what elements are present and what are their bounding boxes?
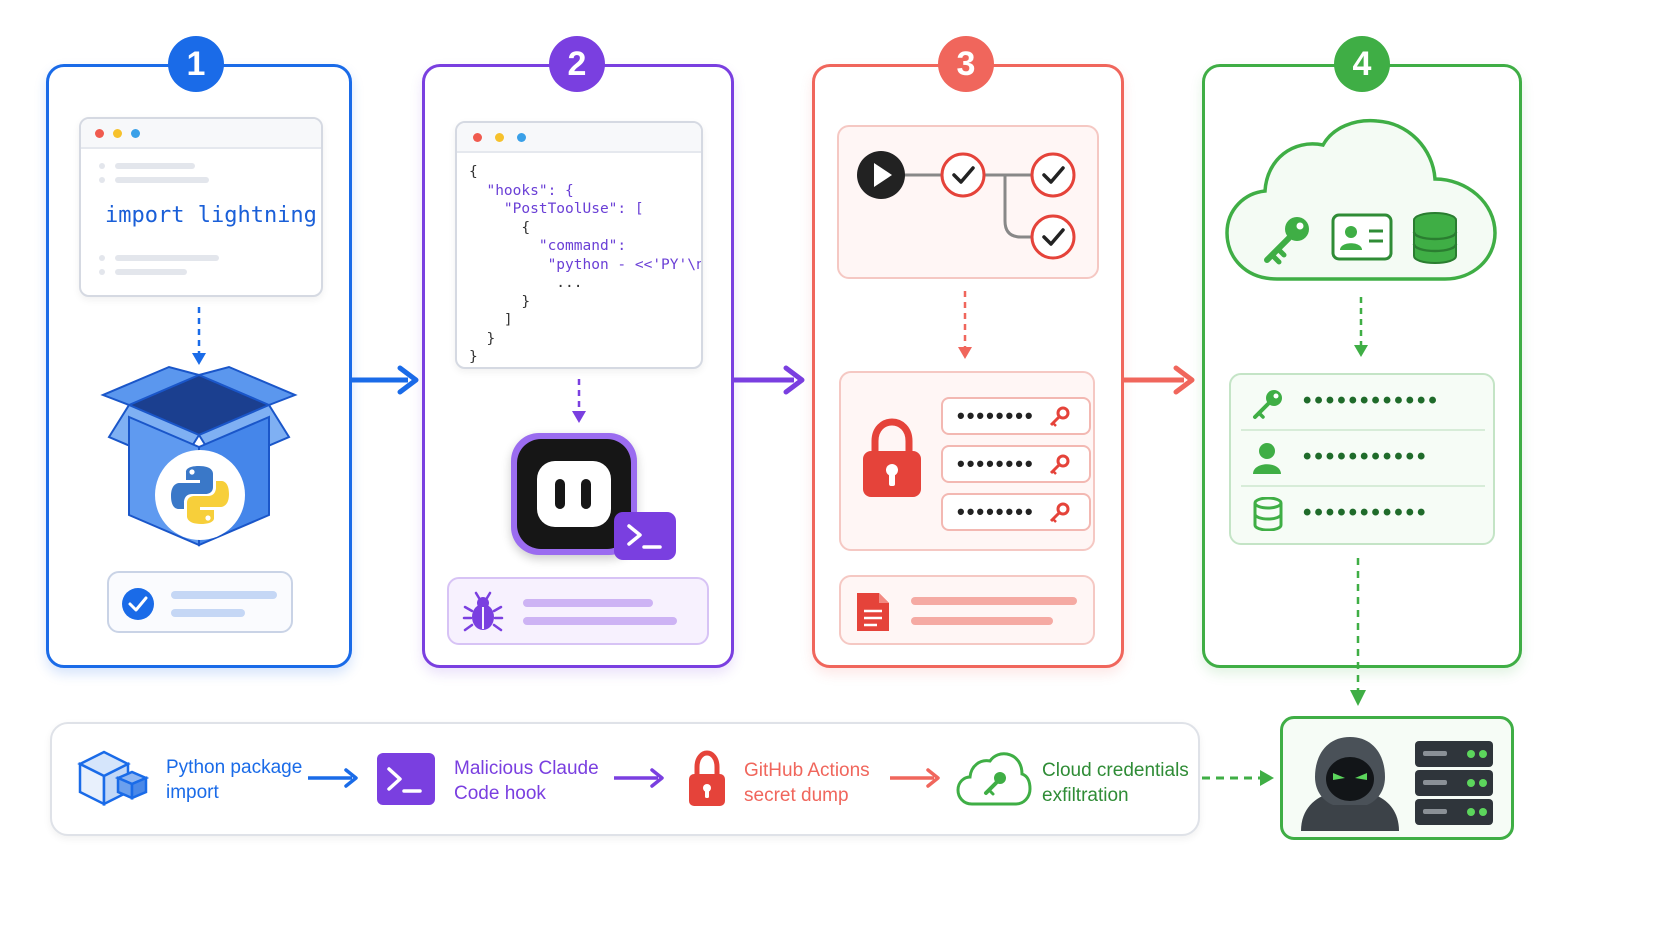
placeholder-dot <box>99 269 105 275</box>
key-icon <box>1253 390 1282 419</box>
masked-secret: •••••••• <box>957 451 1035 476</box>
python-code-window: import lightning <box>79 117 323 297</box>
flow-arrow-3-4 <box>1124 365 1195 395</box>
secrets-card: •••••••• •••••••• •••••••• <box>839 371 1095 551</box>
bug-icon <box>462 591 504 632</box>
check-circle-icon <box>122 588 154 620</box>
install-status-card <box>107 571 293 633</box>
secret-field: •••••••• <box>941 493 1091 531</box>
dashed-down-arrow <box>192 307 206 365</box>
key-icon <box>1049 454 1070 475</box>
placeholder-line <box>523 599 653 607</box>
window-titlebar <box>457 123 701 153</box>
play-icon <box>857 151 905 199</box>
key-icon <box>1049 502 1070 523</box>
placeholder-line <box>115 269 187 275</box>
terminal-prompt-icon <box>614 512 676 560</box>
step-3-badge: 3 <box>938 36 994 92</box>
check-icon <box>1030 214 1076 260</box>
check-icon <box>1030 152 1076 198</box>
exfil-down-arrow <box>1350 558 1366 706</box>
masked-secret: •••••••• <box>957 499 1035 524</box>
masked-credential: •••••••••••• <box>1303 387 1440 414</box>
placeholder-dot <box>99 163 105 169</box>
placeholder-dot <box>99 255 105 261</box>
attacker-box <box>1280 716 1514 840</box>
placeholder-line <box>115 163 195 169</box>
database-icon <box>1253 497 1283 531</box>
summary-arrow-1 <box>308 768 358 788</box>
key-icon <box>1049 406 1070 427</box>
lock-icon <box>863 418 921 497</box>
window-minimize-dot <box>495 133 504 142</box>
hook-config-window: { "hooks": { "PostToolUse": [ { "command… <box>455 121 703 369</box>
step-4-badge: 4 <box>1334 36 1390 92</box>
database-icon <box>1412 212 1458 265</box>
window-titlebar <box>81 119 321 149</box>
cloud-key-icon <box>956 752 1032 806</box>
claude-code-icon <box>511 433 637 555</box>
masked-credential: ••••••••••• <box>1303 499 1429 526</box>
placeholder-line <box>171 591 277 599</box>
dashed-down-arrow <box>1354 297 1368 357</box>
summary-arrow-2 <box>614 768 664 788</box>
window-maximize-dot <box>131 129 140 138</box>
secret-field: •••••••• <box>941 445 1091 483</box>
window-close-dot <box>95 129 104 138</box>
python-logo-icon <box>155 450 245 540</box>
summary-to-attacker-arrow <box>1202 770 1274 786</box>
step-2-panel: { "hooks": { "PostToolUse": [ { "command… <box>422 64 734 668</box>
workflow-run-card <box>837 125 1099 279</box>
placeholder-line <box>171 609 245 617</box>
package-cubes-icon <box>77 750 150 807</box>
placeholder-line <box>115 177 209 183</box>
placeholder-line <box>911 597 1077 605</box>
import-statement: import lightning <box>105 203 317 228</box>
window-minimize-dot <box>113 129 122 138</box>
secret-field: •••••••• <box>941 397 1091 435</box>
placeholder-line <box>911 617 1053 625</box>
server-rack-icon <box>1415 741 1493 825</box>
step-3-panel: •••••••• •••••••• •••••••• <box>812 64 1124 668</box>
key-icon <box>1264 217 1309 265</box>
malicious-payload-card <box>447 577 709 645</box>
flow-arrow-2-3 <box>734 365 805 395</box>
placeholder-line <box>115 255 219 261</box>
dashed-down-arrow <box>958 291 972 359</box>
step-1-panel: import lightning <box>46 64 352 668</box>
window-maximize-dot <box>517 133 526 142</box>
window-close-dot <box>473 133 482 142</box>
step-2-badge: 2 <box>549 36 605 92</box>
document-icon <box>857 593 889 631</box>
placeholder-dot <box>99 177 105 183</box>
masked-credential: ••••••••••• <box>1303 443 1429 470</box>
masked-secret: •••••••• <box>957 403 1035 428</box>
check-icon <box>940 152 986 198</box>
hook-json-code: { "hooks": { "PostToolUse": [ { "command… <box>469 164 703 365</box>
dashed-down-arrow <box>572 379 586 423</box>
lock-icon <box>689 750 725 806</box>
summary-arrow-3 <box>890 768 940 788</box>
user-icon <box>1253 443 1281 474</box>
step-4-panel: •••••••••••• ••••••••••• ••••••••••• <box>1202 64 1522 668</box>
terminal-icon <box>377 753 435 805</box>
placeholder-line <box>523 617 677 625</box>
id-card-icon <box>1331 213 1393 261</box>
hooded-attacker-icon <box>1301 737 1399 831</box>
step-1-badge: 1 <box>168 36 224 92</box>
stolen-credentials-card: •••••••••••• ••••••••••• ••••••••••• <box>1229 373 1495 545</box>
workflow-graph <box>857 151 1076 260</box>
flow-arrow-1-2 <box>352 365 419 395</box>
dump-log-card <box>839 575 1095 645</box>
